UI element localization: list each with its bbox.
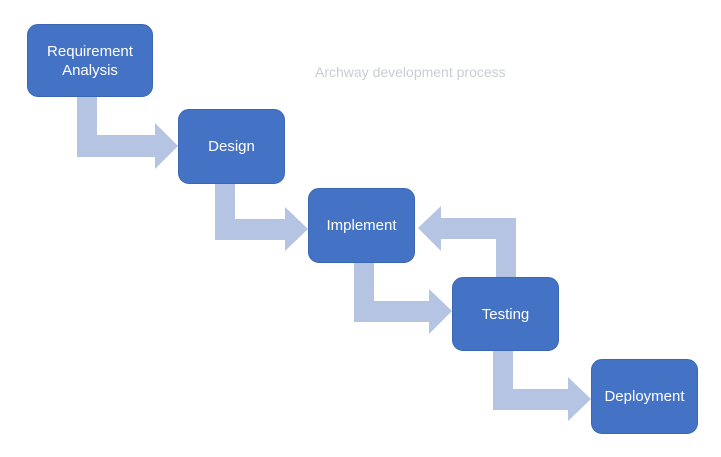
step-implement: Implement [308,188,415,263]
step-label: Testing [481,305,530,323]
step-label: Requirement Analysis [47,42,133,79]
arrow-design-to-implement [215,183,308,251]
step-testing: Testing [452,277,559,351]
arrow-requirement-to-design [77,97,178,169]
arrow-implement-to-testing [354,263,452,334]
step-requirement-analysis: Requirement Analysis [27,24,153,97]
step-deployment: Deployment [591,359,698,434]
step-label: Design [208,138,255,155]
arrow-testing-to-deployment [493,350,591,421]
step-label: Implement [326,217,397,234]
diagram-caption: Archway development process [315,64,506,80]
step-design: Design [178,109,285,184]
arrow-testing-back-to-implement [418,206,516,277]
step-label: Deployment [604,388,685,405]
